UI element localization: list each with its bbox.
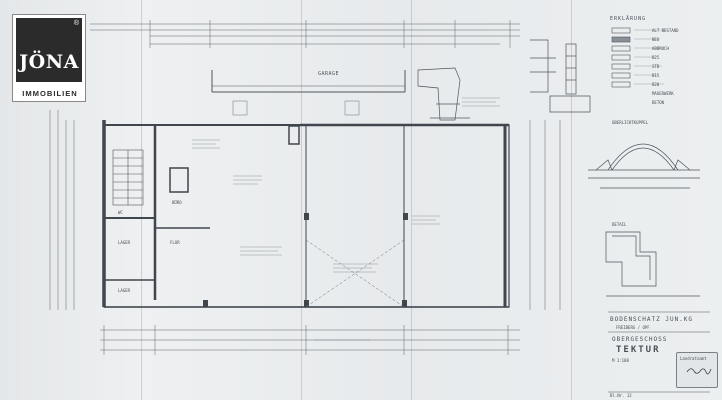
paper-fold <box>301 0 302 400</box>
room-label: FLUR <box>170 240 180 245</box>
logo-block: ® JÖNA <box>16 18 82 82</box>
section-title: OBERLICHTKUPPEL <box>612 120 649 125</box>
detail-title: DETAIL <box>612 222 627 227</box>
paper-fold <box>141 0 142 400</box>
legend-item: NEU <box>652 37 660 42</box>
legend-item: B20 <box>652 82 660 87</box>
title-project: OBERGESCHOSS <box>612 336 668 343</box>
logo-wordmark: JÖNA <box>19 51 79 73</box>
drawing-number: Bl.Nr. 12 <box>610 393 632 398</box>
legend-item: ALT BESTAND <box>652 28 679 33</box>
legend-title: ERKLÄRUNG <box>610 16 647 22</box>
title-location: FREIBERG / OPF <box>616 325 650 330</box>
legend-item: B25 <box>652 55 660 60</box>
garage-label: GARAGE <box>318 71 340 77</box>
room-label: WC <box>118 210 123 215</box>
legend-item: MAUERWERK <box>652 91 674 96</box>
stamp-text: Landratsamt <box>680 356 707 361</box>
paper-fold <box>411 0 412 400</box>
registered-mark: ® <box>73 20 79 27</box>
legend-item: ABBRUCH <box>652 46 669 51</box>
legend-item: STB <box>652 64 660 69</box>
room-label: LAGER <box>118 288 131 293</box>
room-label: LAGER <box>118 240 131 245</box>
title-subtitle: TEKTUR <box>616 345 661 355</box>
legend-item: BETON <box>652 100 665 105</box>
title-client: BODENSCHATZ JUN.KG <box>610 316 694 323</box>
room-label: BÜRO <box>172 200 182 205</box>
paper-fold <box>571 0 572 400</box>
signature-mark <box>686 368 712 375</box>
title-scale: M 1:100 <box>612 358 629 363</box>
company-logo: ® JÖNA IMMOBILIEN <box>12 14 86 102</box>
logo-subtitle: IMMOBILIEN <box>22 89 78 98</box>
legend-item: B15 <box>652 73 660 78</box>
